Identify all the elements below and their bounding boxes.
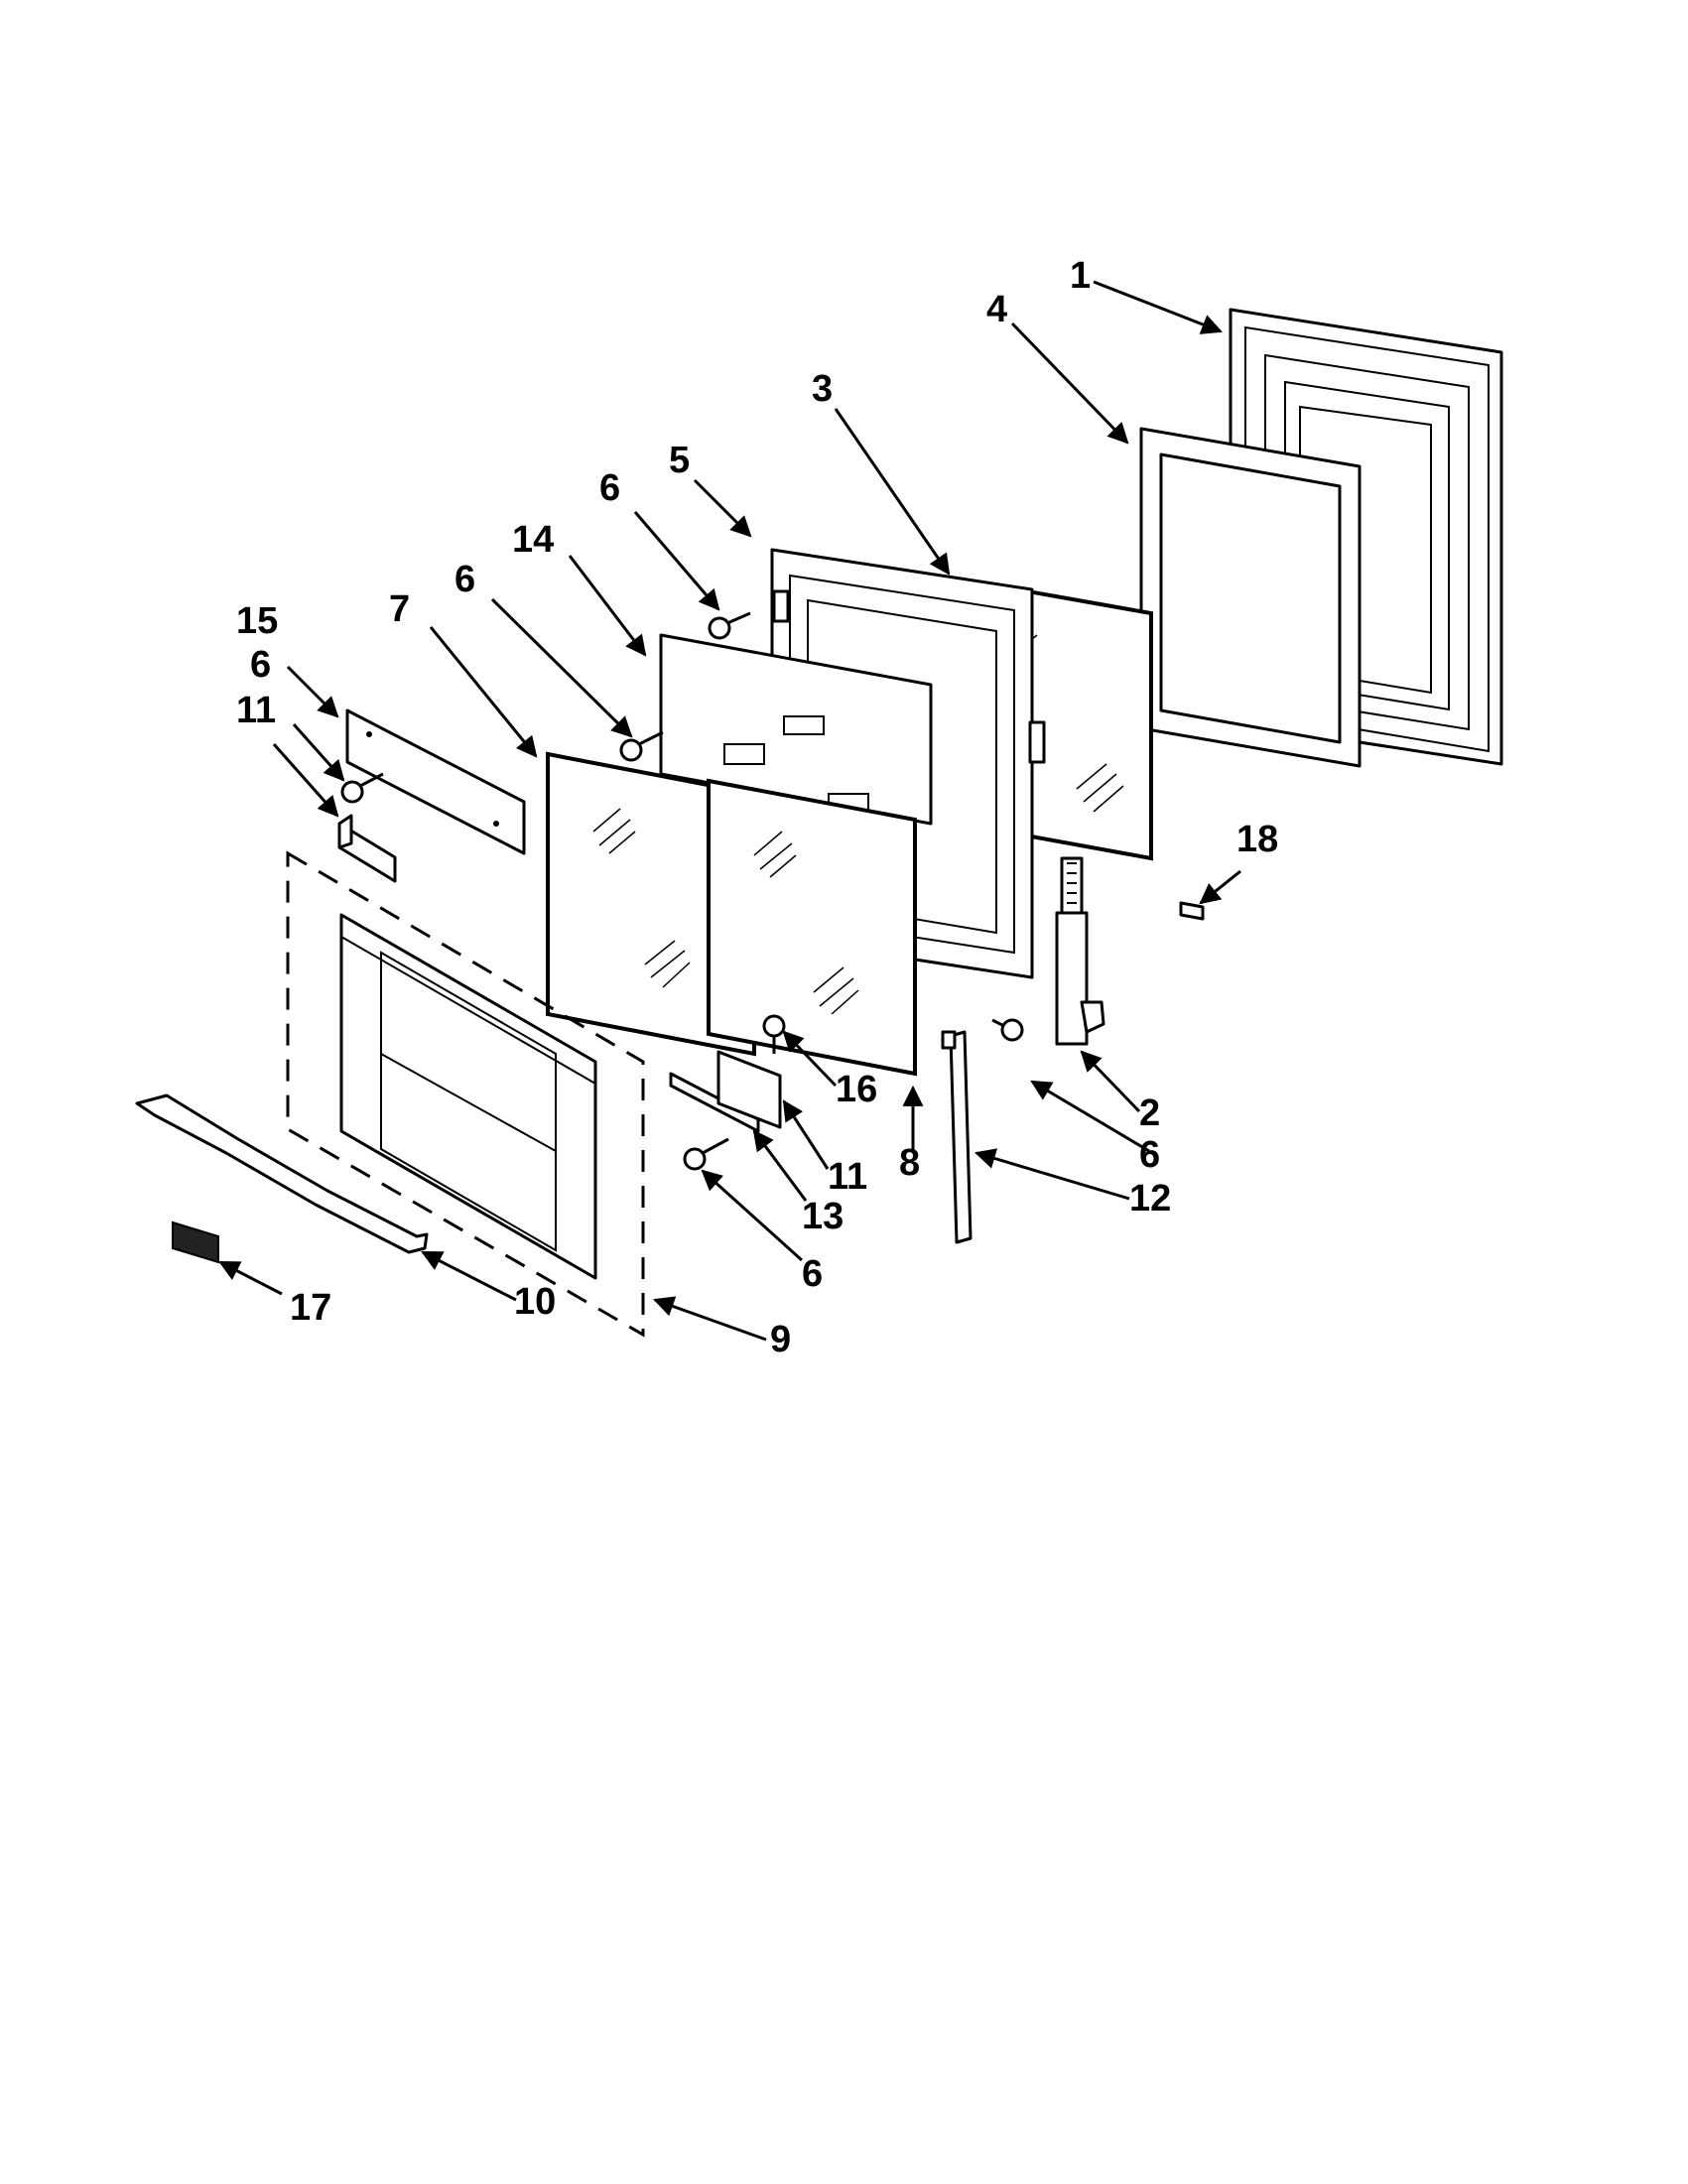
callout-6: 6 xyxy=(454,559,475,600)
callout-6: 6 xyxy=(599,467,620,509)
callout-10: 10 xyxy=(514,1281,556,1323)
screw-icon xyxy=(340,772,384,804)
callout-6: 6 xyxy=(250,644,271,686)
part-door-handle xyxy=(135,1093,429,1254)
screw-icon xyxy=(619,730,664,762)
part-door-bracket xyxy=(941,1030,973,1244)
callout-6: 6 xyxy=(802,1253,823,1295)
callout-8: 8 xyxy=(899,1142,920,1184)
callout-17: 17 xyxy=(290,1287,331,1329)
callout-11: 11 xyxy=(236,690,276,731)
callout-18: 18 xyxy=(1236,819,1278,860)
callout-4: 4 xyxy=(986,289,1007,330)
callout-9: 9 xyxy=(770,1319,791,1360)
part-middle-glass xyxy=(707,778,917,1077)
part-door-hinge xyxy=(1055,856,1105,1046)
callout-7: 7 xyxy=(389,588,410,630)
screw-icon xyxy=(762,1014,786,1054)
callout-2: 2 xyxy=(1139,1092,1160,1134)
callout-5: 5 xyxy=(669,440,690,481)
callout-6: 6 xyxy=(1139,1134,1160,1176)
screw-icon xyxy=(708,611,751,640)
part-clip xyxy=(1179,901,1205,921)
callout-3: 3 xyxy=(812,368,833,410)
part-gasket-frame xyxy=(1139,427,1362,768)
part-handle-badge xyxy=(172,1220,219,1264)
leader-lines xyxy=(218,280,1241,1342)
part-vent-strip xyxy=(345,708,526,855)
callout-16: 16 xyxy=(836,1069,877,1110)
callout-11: 11 xyxy=(828,1156,867,1198)
screw-icon xyxy=(683,1137,729,1171)
callout-13: 13 xyxy=(802,1196,844,1237)
part-outer-glass xyxy=(546,751,756,1057)
part-hinge-bracket-left xyxy=(337,814,397,883)
screw-icon xyxy=(991,1018,1024,1042)
part-outer-door-assembly xyxy=(286,850,645,1338)
callout-1: 1 xyxy=(1070,255,1091,297)
part-hinge-bracket-right xyxy=(716,1050,782,1129)
callout-14: 14 xyxy=(512,519,554,561)
callout-15: 15 xyxy=(236,600,278,642)
part-shield-panel xyxy=(659,633,933,826)
callout-12: 12 xyxy=(1129,1178,1171,1220)
